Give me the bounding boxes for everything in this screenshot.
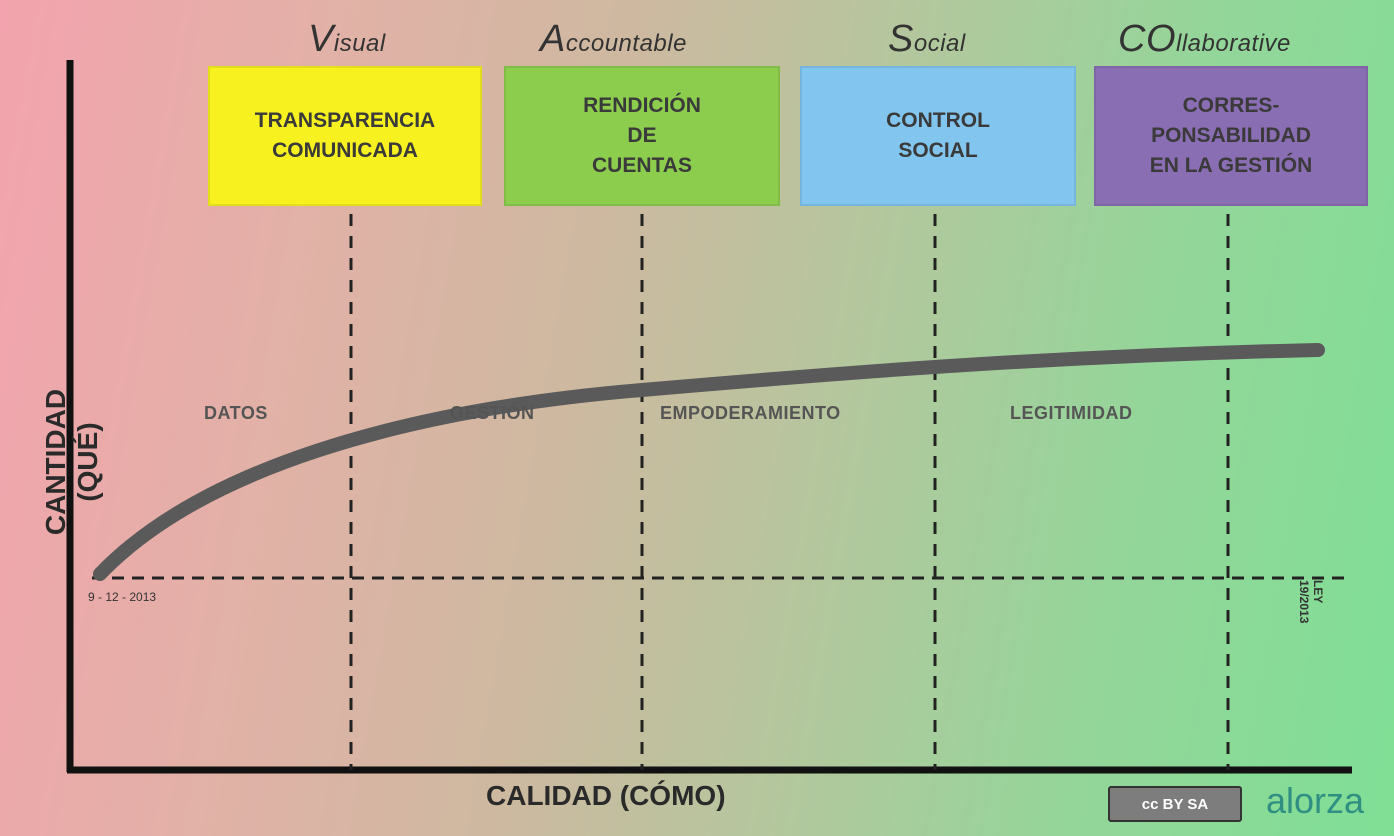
heading-accountable: Accountable	[540, 18, 687, 60]
right-marker-label: LEY 19/2013	[1297, 580, 1325, 624]
brand-logo: alorza	[1266, 780, 1365, 821]
cc-license-badge[interactable]: cc BY SA	[1108, 786, 1242, 822]
baseline-date-label: 9 - 12 - 2013	[88, 590, 157, 604]
phase-empoderamiento: EMPODERAMIENTO	[660, 403, 841, 423]
box-transparencia: TRANSPARENCIA COMUNICADA	[208, 66, 482, 206]
phase-legitimidad: LEGITIMIDAD	[1010, 403, 1133, 423]
box-rendicion-label: RENDICIÓN DE CUENTAS	[583, 94, 701, 177]
box-corresponsabilidad: CORRES- PONSABILIDAD EN LA GESTIÓN	[1094, 66, 1368, 206]
box-control-social: CONTROL SOCIAL	[800, 66, 1076, 206]
x-axis-label: CALIDAD (CÓMO)	[486, 780, 726, 811]
heading-visual: Visual	[308, 18, 386, 60]
phase-datos: DATOS	[204, 403, 268, 423]
heading-social: Social	[888, 18, 966, 60]
heading-collaborative: COllaborative	[1118, 18, 1291, 60]
box-rendicion: RENDICIÓN DE CUENTAS	[504, 66, 780, 206]
box-corresponsabilidad-label: CORRES- PONSABILIDAD EN LA GESTIÓN	[1149, 94, 1313, 177]
phase-gestion: GESTIÓN	[450, 403, 535, 423]
y-axis-label: CANTIDAD (QUÉ)	[40, 388, 103, 536]
growth-curve	[93, 343, 1325, 581]
box-control-social-label: CONTROL SOCIAL	[886, 109, 990, 162]
box-transparencia-label: TRANSPARENCIA COMUNICADA	[254, 109, 436, 162]
